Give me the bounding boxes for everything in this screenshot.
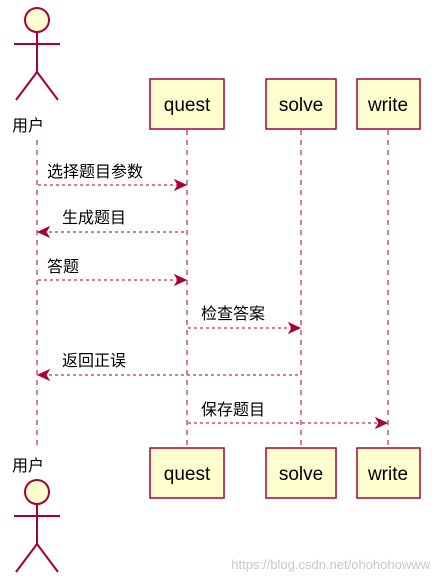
message-3-label: 答题 — [47, 258, 79, 276]
message-2: 生成题目 — [36, 209, 186, 239]
message-3-arrowhead — [173, 273, 188, 287]
message-2-arrowhead — [36, 225, 51, 239]
actor-user-top-label: 用户 — [12, 117, 44, 135]
watermark-text: https://blog.csdn.net/ohohohowww — [231, 557, 430, 572]
participant-solve-top: solve — [265, 78, 337, 130]
participant-write-bottom: write — [356, 447, 421, 499]
participant-quest-bottom: quest — [149, 447, 225, 499]
participant-quest-top: quest — [149, 78, 225, 130]
message-5-label: 返回正误 — [62, 352, 126, 370]
message-6: 保存题目 — [188, 401, 389, 430]
participant-solve-bottom-label: solve — [279, 464, 323, 485]
message-2-label: 生成题目 — [62, 209, 126, 227]
message-5-arrowhead — [36, 368, 51, 382]
actor-user-bottom-label: 用户 — [12, 457, 44, 475]
actor-user-bottom-icon — [14, 479, 60, 573]
participant-write-top: write — [356, 78, 421, 130]
message-4-arrowhead — [287, 321, 302, 335]
message-1: 选择题目参数 — [38, 163, 188, 192]
participant-write-bottom-label: write — [367, 464, 408, 485]
actor-user-top-icon — [14, 7, 60, 101]
message-1-arrowhead — [173, 178, 188, 192]
message-1-label: 选择题目参数 — [47, 163, 143, 181]
message-3: 答题 — [38, 258, 188, 287]
message-4: 检查答案 — [188, 305, 302, 335]
participant-write-top-label: write — [367, 95, 408, 116]
message-5: 返回正误 — [36, 352, 300, 382]
participant-solve-bottom: solve — [265, 447, 337, 499]
message-6-arrowhead — [374, 416, 389, 430]
participant-solve-top-label: solve — [279, 95, 323, 116]
participant-quest-top-label: quest — [164, 95, 211, 116]
participant-quest-bottom-label: quest — [164, 464, 211, 485]
message-6-label: 保存题目 — [201, 401, 265, 419]
message-4-label: 检查答案 — [201, 305, 265, 323]
